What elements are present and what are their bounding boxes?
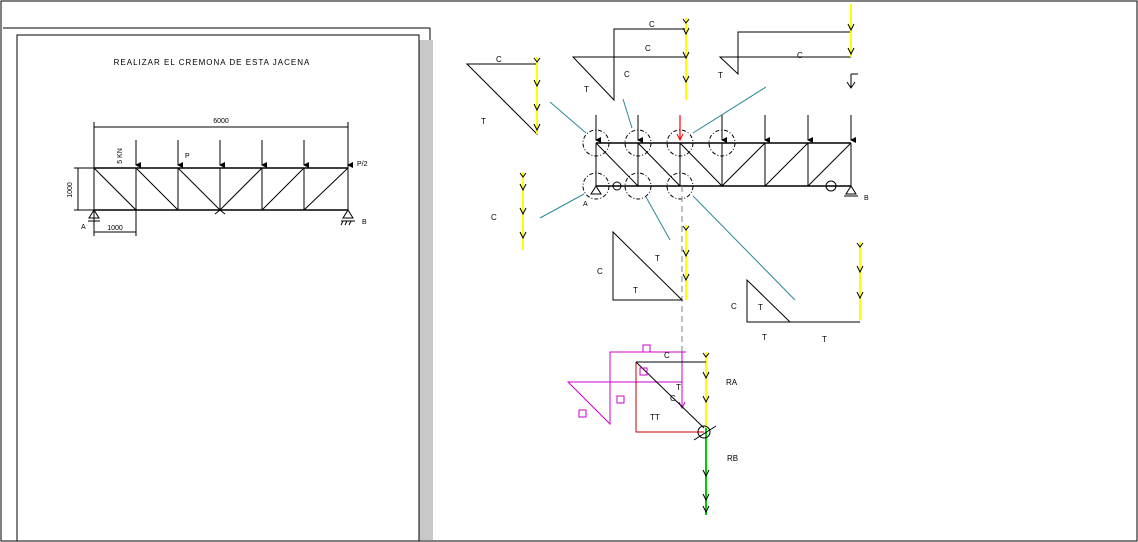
label-t-5b: T	[762, 333, 767, 342]
main-support-b: B	[864, 195, 869, 202]
node-diagram-3	[718, 31, 858, 76]
label-tt: TT	[650, 413, 660, 422]
node-diagram-1	[465, 63, 538, 136]
panel-label: 1000	[107, 225, 123, 232]
label-c-6b: C	[670, 394, 676, 403]
node-diagram-4	[612, 230, 684, 301]
label-c-4b: C	[597, 267, 603, 276]
polygon-marker-4	[578, 409, 587, 418]
sheet-title: REALIZAR EL CREMONA DE ESTA JACENA	[114, 58, 311, 67]
span-total-label: 6000	[213, 118, 229, 125]
load-half-label: P/2	[357, 161, 368, 168]
cremona-polygon	[566, 351, 717, 515]
load-ticks	[519, 18, 864, 404]
label-c-2c: C	[624, 70, 630, 79]
load-lines	[522, 4, 861, 428]
label-t-3: T	[718, 71, 723, 80]
load-main-label: 5 KN	[117, 148, 124, 164]
main-truss	[590, 115, 858, 197]
height-label: 1000	[67, 182, 74, 198]
main-support-a: A	[583, 201, 588, 208]
label-t-2: T	[584, 85, 589, 94]
label-c-2b: C	[645, 44, 651, 53]
node-diagram-2	[571, 28, 686, 102]
label-rb: RB	[727, 454, 738, 463]
label-t-4b: T	[633, 286, 638, 295]
label-c-5: C	[731, 302, 737, 311]
node-circles	[582, 129, 736, 200]
label-t-1: T	[481, 117, 486, 126]
label-c-6a: C	[664, 351, 670, 360]
load-p-label: P	[185, 153, 190, 160]
support-a-label: A	[81, 224, 86, 231]
leader-lines	[539, 86, 796, 301]
label-c-1: C	[496, 55, 502, 64]
polygon-marker-3	[616, 395, 625, 404]
label-t-5c: T	[822, 335, 827, 344]
label-ra: RA	[726, 378, 738, 387]
paper-sheet	[3, 27, 433, 542]
highlight-arrowhead	[676, 133, 684, 142]
small-truss	[74, 122, 355, 236]
label-t-4a: T	[655, 254, 660, 263]
polygon-marker-1	[642, 344, 651, 353]
polygon-marker-2	[639, 367, 648, 376]
label-c-3: C	[797, 51, 803, 60]
label-t-6: T	[676, 383, 681, 392]
label-c-4a: C	[491, 213, 497, 222]
label-c-2a: C	[649, 20, 655, 29]
support-b-label: B	[362, 219, 367, 226]
node-diagram-5	[746, 278, 860, 323]
label-t-5a: T	[758, 303, 763, 312]
